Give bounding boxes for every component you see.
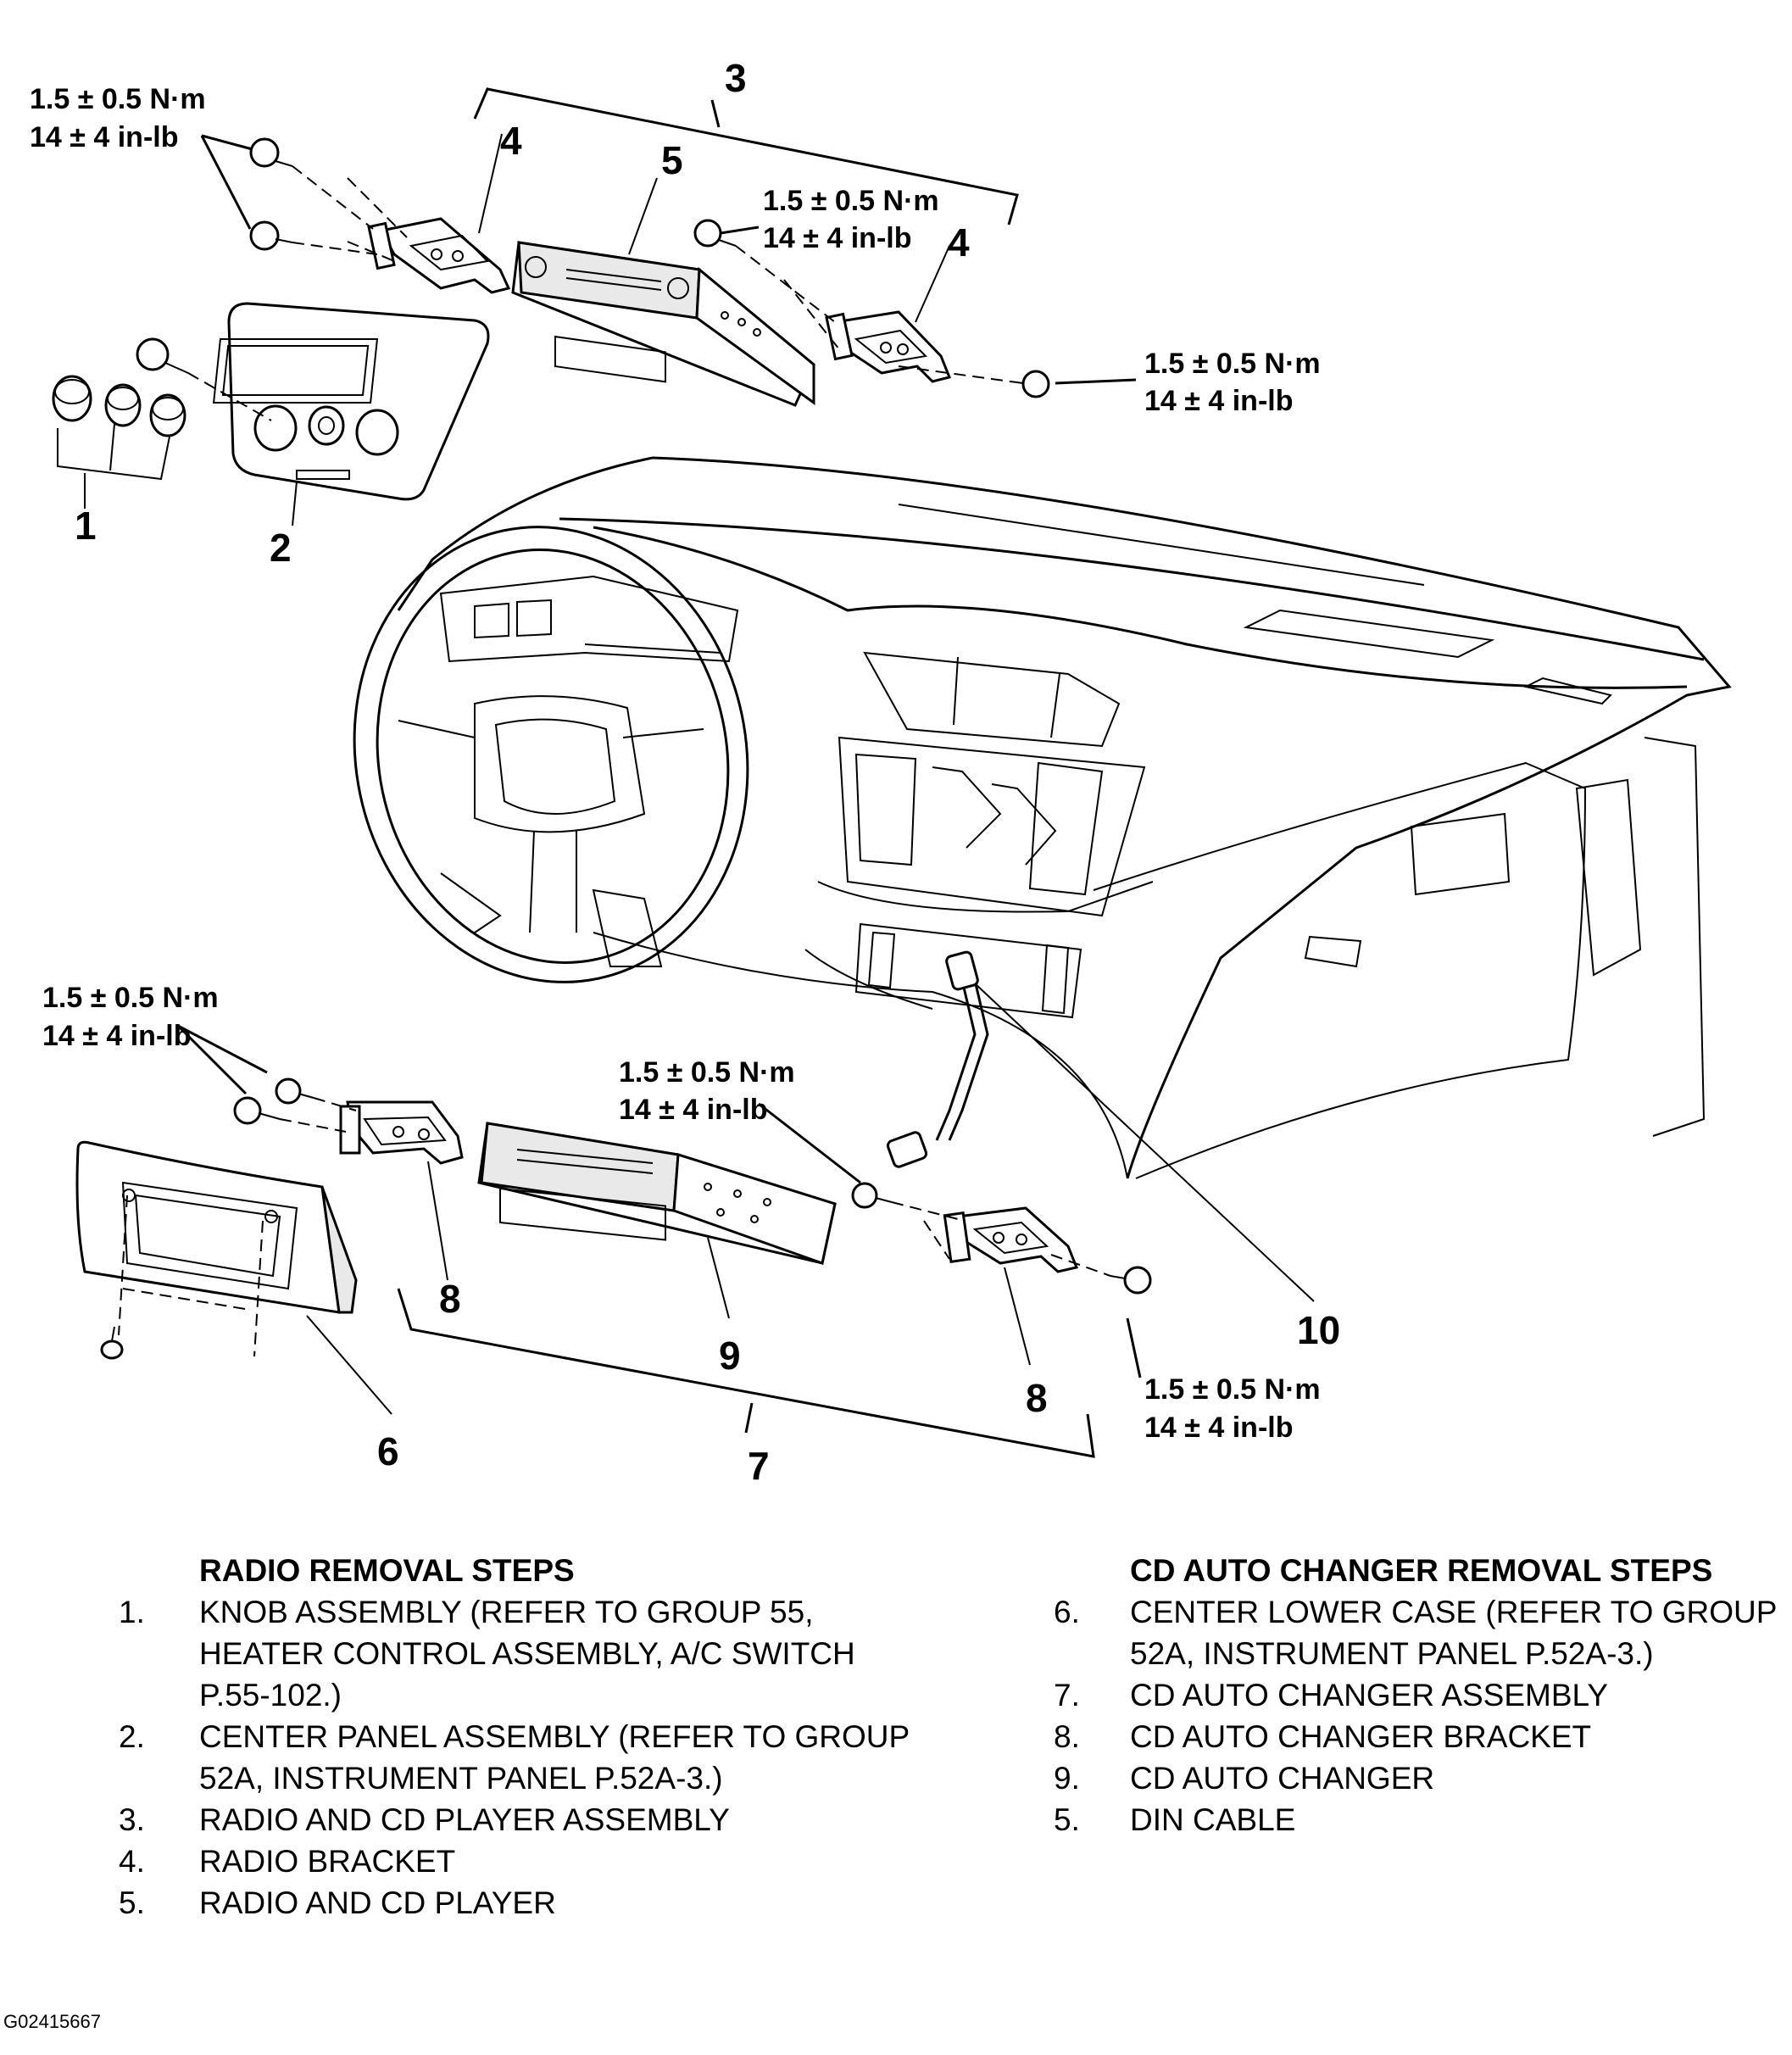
torque-spec-top-right: 1.5 ± 0.5 N·m 14 ± 4 in-lb bbox=[1144, 348, 1321, 417]
radio-cd-player bbox=[511, 177, 815, 407]
step-text: CENTER PANEL ASSEMBLY (REFER TO GROUP 52… bbox=[199, 1719, 910, 1796]
list-item: 8. CD AUTO CHANGER BRACKET bbox=[1054, 1716, 1783, 1757]
list-item: 5. RADIO AND CD PLAYER bbox=[119, 1882, 932, 1924]
radio-steps-title: RADIO REMOVAL STEPS bbox=[199, 1553, 575, 1588]
callout-7: 7 bbox=[748, 1444, 770, 1488]
torque-inlb: 14 ± 4 in-lb bbox=[763, 222, 911, 254]
torque-nm: 1.5 ± 0.5 N·m bbox=[1144, 1373, 1321, 1406]
cd-auto-changer bbox=[477, 1122, 837, 1319]
step-number: 5. bbox=[1054, 1802, 1080, 1837]
callout-3: 3 bbox=[725, 56, 747, 100]
group-bracket-7 bbox=[397, 1288, 1095, 1458]
step-text: CD AUTO CHANGER ASSEMBLY bbox=[1130, 1678, 1609, 1712]
torque-nm: 1.5 ± 0.5 N·m bbox=[763, 185, 939, 217]
step-text: RADIO BRACKET bbox=[199, 1844, 456, 1879]
callout-9: 9 bbox=[719, 1334, 741, 1378]
callout-5: 5 bbox=[661, 138, 683, 182]
step-number: 6. bbox=[1054, 1595, 1080, 1629]
torque-nm: 1.5 ± 0.5 N·m bbox=[30, 83, 206, 115]
radio-bracket-left bbox=[249, 133, 511, 294]
exploded-view-diagram: 1.5 ± 0.5 N·m 14 ± 4 in-lb 1.5 ± 0.5 N·m… bbox=[30, 56, 1732, 1488]
instrument-panel bbox=[397, 456, 1732, 1179]
list-item: 5. DIN CABLE bbox=[1054, 1799, 1783, 1841]
torque-spec-top-center: 1.5 ± 0.5 N·m 14 ± 4 in-lb bbox=[763, 185, 939, 254]
step-number: 8. bbox=[1054, 1719, 1080, 1754]
steering-wheel bbox=[353, 526, 749, 983]
list-item: 9. CD AUTO CHANGER bbox=[1054, 1757, 1783, 1799]
torque-spec-mid-center: 1.5 ± 0.5 N·m 14 ± 4 in-lb bbox=[619, 1056, 795, 1126]
torque-inlb: 14 ± 4 in-lb bbox=[619, 1094, 767, 1126]
torque-nm: 1.5 ± 0.5 N·m bbox=[619, 1056, 795, 1089]
torque-nm: 1.5 ± 0.5 N·m bbox=[42, 982, 219, 1014]
cd-changer-removal-steps: CD AUTO CHANGER REMOVAL STEPS 6. CENTER L… bbox=[1054, 1550, 1783, 1841]
torque-spec-top-left: 1.5 ± 0.5 N·m 14 ± 4 in-lb bbox=[30, 83, 206, 153]
step-text: CD AUTO CHANGER bbox=[1130, 1761, 1435, 1796]
step-number: 4. bbox=[119, 1844, 145, 1879]
din-cable bbox=[886, 950, 1315, 1302]
list-item: 6. CENTER LOWER CASE (REFER TO GROUP 52A,… bbox=[1054, 1591, 1783, 1674]
torque-leaders bbox=[176, 134, 1142, 1378]
cd-steps-list: 6. CENTER LOWER CASE (REFER TO GROUP 52A,… bbox=[1054, 1591, 1783, 1841]
torque-inlb: 14 ± 4 in-lb bbox=[1144, 385, 1293, 417]
callout-8-left: 8 bbox=[439, 1277, 461, 1321]
torque-inlb: 14 ± 4 in-lb bbox=[30, 121, 178, 153]
torque-inlb: 14 ± 4 in-lb bbox=[1144, 1412, 1293, 1444]
torque-spec-mid-left: 1.5 ± 0.5 N·m 14 ± 4 in-lb bbox=[42, 982, 219, 1052]
step-number: 3. bbox=[119, 1802, 145, 1837]
step-text: RADIO AND CD PLAYER ASSEMBLY bbox=[199, 1802, 730, 1837]
step-text: DIN CABLE bbox=[1130, 1802, 1296, 1837]
figure-code: G02415667 bbox=[3, 2011, 101, 2032]
step-text: CD AUTO CHANGER BRACKET bbox=[1130, 1719, 1592, 1754]
callout-4-left: 4 bbox=[500, 119, 522, 163]
cd-changer-bracket-right bbox=[851, 1182, 1152, 1366]
step-number: 5. bbox=[119, 1885, 145, 1920]
step-number: 9. bbox=[1054, 1761, 1080, 1796]
callout-6: 6 bbox=[377, 1429, 399, 1473]
cd-changer-bracket-left bbox=[233, 1078, 464, 1281]
callout-2: 2 bbox=[270, 526, 292, 570]
radio-bracket-right bbox=[693, 219, 1050, 398]
group-bracket-3 bbox=[473, 87, 1019, 226]
list-item: 2. CENTER PANEL ASSEMBLY (REFER TO GROUP … bbox=[119, 1716, 932, 1799]
center-panel-assembly bbox=[136, 302, 490, 526]
list-item: 7. CD AUTO CHANGER ASSEMBLY bbox=[1054, 1674, 1783, 1716]
callout-10: 10 bbox=[1297, 1308, 1340, 1352]
callout-8-right: 8 bbox=[1026, 1376, 1048, 1420]
list-item: 1. KNOB ASSEMBLY (REFER TO GROUP 55, HEAT… bbox=[119, 1591, 932, 1716]
step-number: 2. bbox=[119, 1719, 145, 1754]
step-text: KNOB ASSEMBLY (REFER TO GROUP 55, HEATER… bbox=[199, 1595, 855, 1712]
torque-spec-bottom-right: 1.5 ± 0.5 N·m 14 ± 4 in-lb bbox=[1144, 1373, 1321, 1444]
step-text: RADIO AND CD PLAYER bbox=[199, 1885, 556, 1920]
list-item: 3. RADIO AND CD PLAYER ASSEMBLY bbox=[119, 1799, 932, 1841]
step-text: CENTER LOWER CASE (REFER TO GROUP 52A, I… bbox=[1130, 1595, 1777, 1671]
step-number: 7. bbox=[1054, 1678, 1080, 1712]
radio-removal-steps: RADIO REMOVAL STEPS 1. KNOB ASSEMBLY (REF… bbox=[119, 1550, 932, 1924]
radio-steps-list: 1. KNOB ASSEMBLY (REFER TO GROUP 55, HEAT… bbox=[119, 1591, 932, 1924]
torque-nm: 1.5 ± 0.5 N·m bbox=[1144, 348, 1321, 380]
center-lower-case bbox=[75, 1140, 392, 1415]
torque-inlb: 14 ± 4 in-lb bbox=[42, 1020, 191, 1052]
list-item: 4. RADIO BRACKET bbox=[119, 1841, 932, 1882]
knob-assembly bbox=[52, 375, 186, 509]
callout-1: 1 bbox=[75, 504, 97, 548]
cd-steps-title: CD AUTO CHANGER REMOVAL STEPS bbox=[1130, 1553, 1713, 1588]
callout-4-right: 4 bbox=[948, 220, 970, 265]
step-number: 1. bbox=[119, 1595, 145, 1629]
